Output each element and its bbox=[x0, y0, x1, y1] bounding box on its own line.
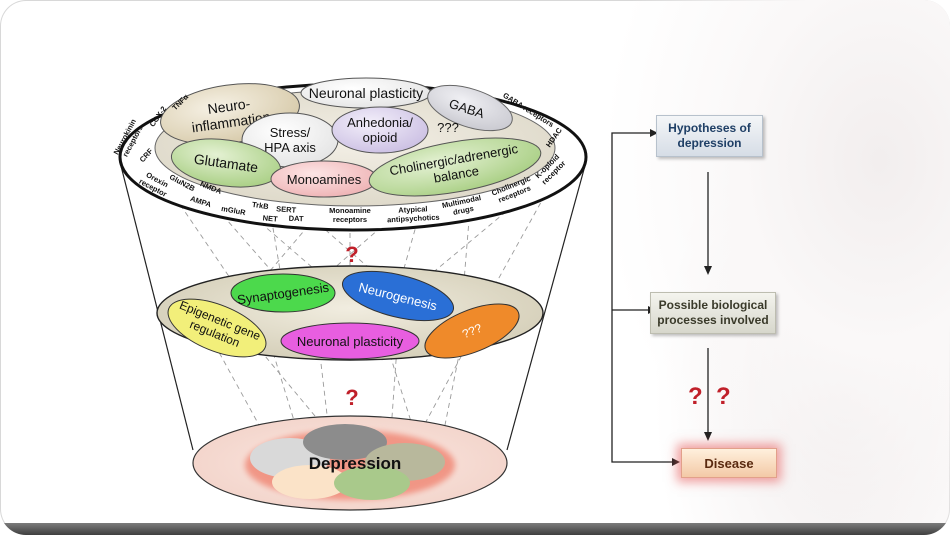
flow-box-disease: Disease bbox=[681, 448, 777, 478]
bottom-bar bbox=[0, 523, 950, 535]
depression-blob-dark bbox=[303, 424, 387, 460]
background-photo bbox=[600, 0, 950, 535]
flow-box-processes: Possible biological processes involved bbox=[650, 292, 776, 334]
depression-label: Depression bbox=[309, 454, 402, 473]
qqq-mid-ellipse bbox=[424, 303, 520, 359]
depression-blob-peach bbox=[272, 465, 348, 499]
rim-dat: DAT bbox=[289, 214, 305, 224]
neuronal-plasticity-top-label: Neuronal plasticity bbox=[309, 85, 423, 101]
neuronal-plasticity-mid-ellipse bbox=[280, 322, 420, 360]
rim-sert: SERT bbox=[276, 204, 297, 214]
question-mark-lower: ? bbox=[345, 385, 358, 410]
monoamines-label: Monoamines bbox=[287, 172, 362, 187]
question-mark-upper: ? bbox=[345, 242, 358, 267]
neurogenesis-ellipse bbox=[341, 270, 455, 322]
cholinergic-ellipse bbox=[368, 137, 542, 197]
gaba-ellipse bbox=[427, 84, 513, 132]
rim-mglur: mGluR bbox=[221, 204, 247, 217]
rim-trkb: TrkB bbox=[251, 200, 269, 211]
flow-box-processes-label: Possible biological processes involved bbox=[657, 298, 769, 327]
epigenetic-ellipse bbox=[167, 298, 267, 358]
anhedonia-label: Anhedonia/opioid bbox=[347, 115, 413, 145]
flow-question-mark-1: ? bbox=[688, 383, 703, 410]
neuronal-plasticity-mid-label: Neuronal plasticity bbox=[297, 334, 404, 349]
anhedonia-ellipse bbox=[331, 106, 429, 154]
flow-question-mark-2: ? bbox=[716, 383, 731, 410]
flow-arrows bbox=[611, 132, 709, 463]
depression-blob-green bbox=[334, 466, 410, 500]
synaptogenesis-ellipse bbox=[230, 273, 336, 313]
flow-box-hypotheses: Hypotheses of depression bbox=[656, 115, 763, 157]
flow-box-disease-label: Disease bbox=[704, 455, 754, 471]
stress-label: Stress/HPA axis bbox=[264, 125, 316, 155]
flow-box-hypotheses-label: Hypotheses of depression bbox=[668, 121, 751, 150]
top-qqq-label: ??? bbox=[437, 120, 459, 135]
rim-net: NET bbox=[262, 213, 278, 223]
rim-atypical: Atypicalantipsychotics bbox=[386, 204, 439, 225]
